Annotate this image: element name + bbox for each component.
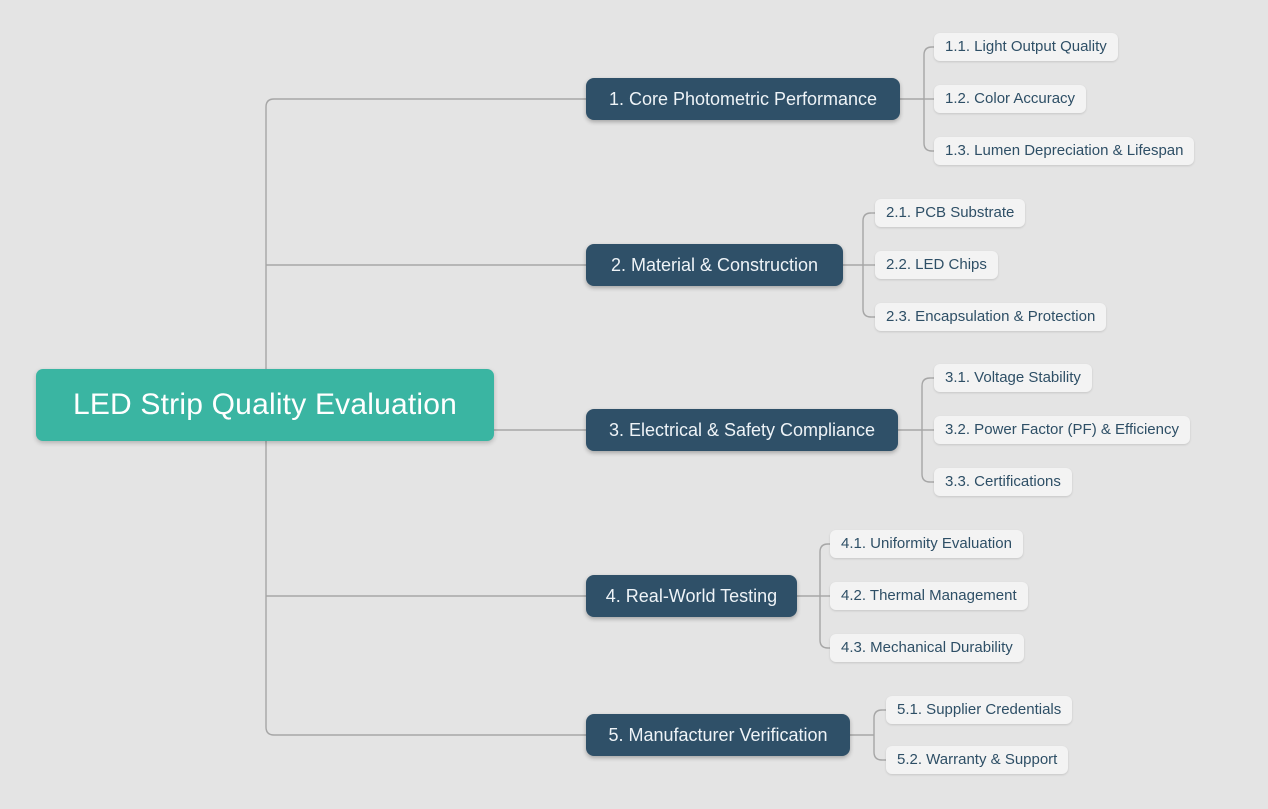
branch-node-manufacturer-verification[interactable]: 5. Manufacturer Verification	[586, 714, 850, 756]
branch-node-core-photometric-performance[interactable]: 1. Core Photometric Performance	[586, 78, 900, 120]
child-node-certifications[interactable]: 3.3. Certifications	[934, 468, 1072, 496]
child-node-uniformity-evaluation[interactable]: 4.1. Uniformity Evaluation	[830, 530, 1023, 558]
branch-node-electrical-safety-compliance[interactable]: 3. Electrical & Safety Compliance	[586, 409, 898, 451]
child-node-supplier-credentials[interactable]: 5.1. Supplier Credentials	[886, 696, 1073, 724]
root-node[interactable]: LED Strip Quality Evaluation	[36, 369, 494, 441]
child-node-lumen-depreciation-lifespan[interactable]: 1.3. Lumen Depreciation & Lifespan	[934, 137, 1195, 165]
branch-node-material-construction[interactable]: 2. Material & Construction	[586, 244, 843, 286]
child-node-mechanical-durability[interactable]: 4.3. Mechanical Durability	[830, 634, 1024, 662]
child-node-led-chips[interactable]: 2.2. LED Chips	[875, 251, 998, 279]
child-node-pcb-substrate[interactable]: 2.1. PCB Substrate	[875, 199, 1026, 227]
child-node-thermal-management[interactable]: 4.2. Thermal Management	[830, 582, 1028, 610]
child-node-encapsulation-protection[interactable]: 2.3. Encapsulation & Protection	[875, 303, 1107, 331]
child-node-color-accuracy[interactable]: 1.2. Color Accuracy	[934, 85, 1087, 113]
child-node-power-factor-efficiency[interactable]: 3.2. Power Factor (PF) & Efficiency	[934, 416, 1190, 444]
branch-node-real-world-testing[interactable]: 4. Real-World Testing	[586, 575, 797, 617]
child-node-voltage-stability[interactable]: 3.1. Voltage Stability	[934, 364, 1092, 392]
child-node-warranty-support[interactable]: 5.2. Warranty & Support	[886, 746, 1069, 774]
child-node-light-output-quality[interactable]: 1.1. Light Output Quality	[934, 33, 1118, 61]
